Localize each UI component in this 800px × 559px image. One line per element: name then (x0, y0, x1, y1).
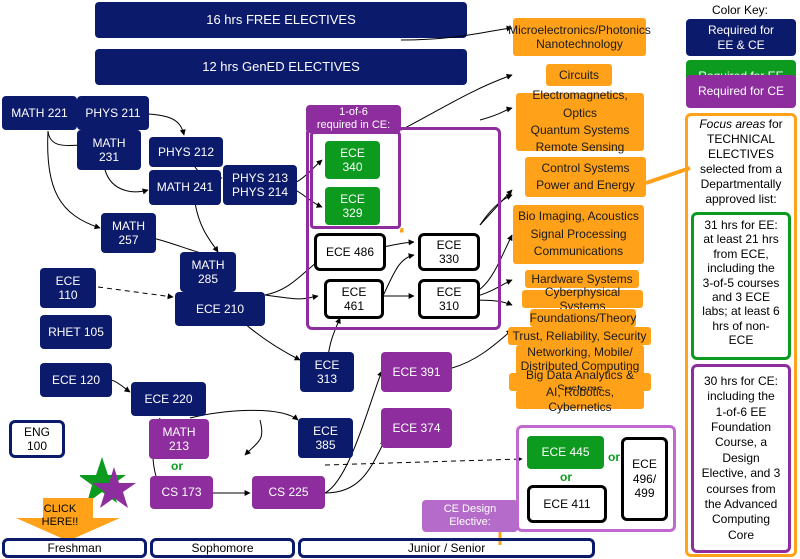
key-required-ee-ce: Required for EE & CE (686, 19, 796, 56)
focus-cyberphysical[interactable]: Cyberphysical Systems (522, 285, 643, 313)
course-math-285[interactable]: MATH 285 (180, 252, 236, 292)
focus-big-data[interactable]: Big Data Analytics & Systems (509, 368, 651, 396)
course-ece-330[interactable]: ECE 330 (418, 233, 480, 271)
course-phys-211[interactable]: PHYS 211 (77, 96, 149, 130)
course-ece-411[interactable]: ECE 411 (527, 485, 607, 523)
course-ece-220[interactable]: ECE 220 (131, 382, 206, 416)
focus-bio-signal-comm[interactable]: Bio Imaging, Acoustics Signal Processing… (513, 205, 644, 264)
course-ece-329[interactable]: ECE 329 (325, 187, 380, 225)
course-rhet-105[interactable]: RHET 105 (40, 315, 112, 349)
ce-one-of-six-frame (306, 127, 501, 330)
ee-hours-frame (691, 212, 791, 360)
course-cs-225[interactable]: CS 225 (252, 476, 325, 509)
ce-design-label: CE Design Elective: (422, 500, 518, 532)
focus-trust-reliability[interactable]: Trust, Reliability, Security (508, 327, 651, 345)
ce-hours-note: 30 hrs for CE: including the 1-of-6 EE F… (701, 374, 781, 542)
course-math-257[interactable]: MATH 257 (101, 213, 156, 253)
focus-foundations-theory[interactable]: Foundations/Theory (530, 309, 636, 327)
focus-circuits[interactable]: Circuits (546, 64, 612, 86)
click-here-label[interactable]: CLICK HERE!! (41, 503, 79, 528)
course-cs-173[interactable]: CS 173 (150, 476, 213, 509)
course-math-221[interactable]: MATH 221 (2, 96, 77, 130)
notes-frame (685, 113, 797, 557)
course-ece-486[interactable]: ECE 486 (314, 233, 386, 271)
color-key-title: Color Key: (711, 3, 769, 17)
year-junior-senior[interactable]: Junior / Senior (298, 538, 595, 558)
star-icons (80, 457, 136, 508)
course-ece-385[interactable]: ECE 385 (298, 418, 353, 458)
ce-hours-frame (691, 364, 791, 553)
course-ece-374[interactable]: ECE 374 (381, 408, 452, 448)
focus-microelectronics[interactable]: Microelectronics/Photonics Nanotechnolog… (508, 18, 651, 56)
or-label-411: or (560, 470, 572, 484)
gened-electives-banner: 12 hrs GenED ELECTIVES (95, 49, 467, 85)
course-ece-210[interactable]: ECE 210 (175, 292, 265, 326)
ee-hours-note: 31 hrs for EE: at least 21 hrs from ECE,… (702, 218, 780, 348)
course-eng-100[interactable]: ENG 100 (9, 420, 65, 458)
course-ece-110[interactable]: ECE 110 (40, 268, 96, 308)
year-sophomore[interactable]: Sophomore (150, 538, 295, 558)
click-here-arrow-icon[interactable] (8, 498, 128, 542)
focus-hardware-systems[interactable]: Hardware Systems (525, 270, 639, 288)
key-required-ce: Required for CE (686, 75, 796, 108)
course-ece-340[interactable]: ECE 340 (325, 141, 380, 179)
course-math-231[interactable]: MATH 231 (77, 130, 141, 170)
course-ece-461[interactable]: ECE 461 (324, 279, 384, 319)
focus-ai-robotics[interactable]: AI, Robotics, Cybernetics (516, 385, 644, 414)
focus-areas-rest: for TECHNICAL ELECTIVES selected from a … (699, 117, 783, 206)
free-electives-banner: 16 hrs FREE ELECTIVES (95, 2, 467, 38)
course-phys-213-214[interactable]: PHYS 213 PHYS 214 (223, 165, 297, 205)
or-label-cs: or (171, 459, 183, 473)
course-ece-496-499[interactable]: ECE 496/ 499 (621, 437, 668, 521)
year-freshman[interactable]: Freshman (2, 538, 147, 558)
focus-electromagnetics[interactable]: Electromagnetics, Optics Quantum Systems… (516, 88, 644, 154)
course-ece-391[interactable]: ECE 391 (381, 352, 452, 392)
course-math-213[interactable]: MATH 213 (149, 419, 209, 459)
course-ece-313[interactable]: ECE 313 (300, 352, 354, 392)
course-phys-212[interactable]: PHYS 212 (149, 137, 223, 167)
course-math-241[interactable]: MATH 241 (149, 170, 221, 205)
ce-design-frame (516, 425, 676, 532)
course-ece-445[interactable]: ECE 445 (527, 436, 604, 469)
focus-control-power[interactable]: Control Systems Power and Energy (525, 157, 646, 197)
course-ece-120[interactable]: ECE 120 (40, 363, 112, 397)
focus-areas-note: Focus areas for TECHNICAL ELECTIVES sele… (688, 117, 794, 207)
course-ece-310[interactable]: ECE 310 (418, 279, 480, 319)
focus-areas-em: Focus areas (699, 117, 766, 131)
or-label-445: or (608, 450, 620, 464)
focus-networking[interactable]: Networking, Mobile/ Distributed Computin… (516, 345, 644, 375)
one-of-six-label: 1-of-6 required in CE: (306, 105, 401, 133)
